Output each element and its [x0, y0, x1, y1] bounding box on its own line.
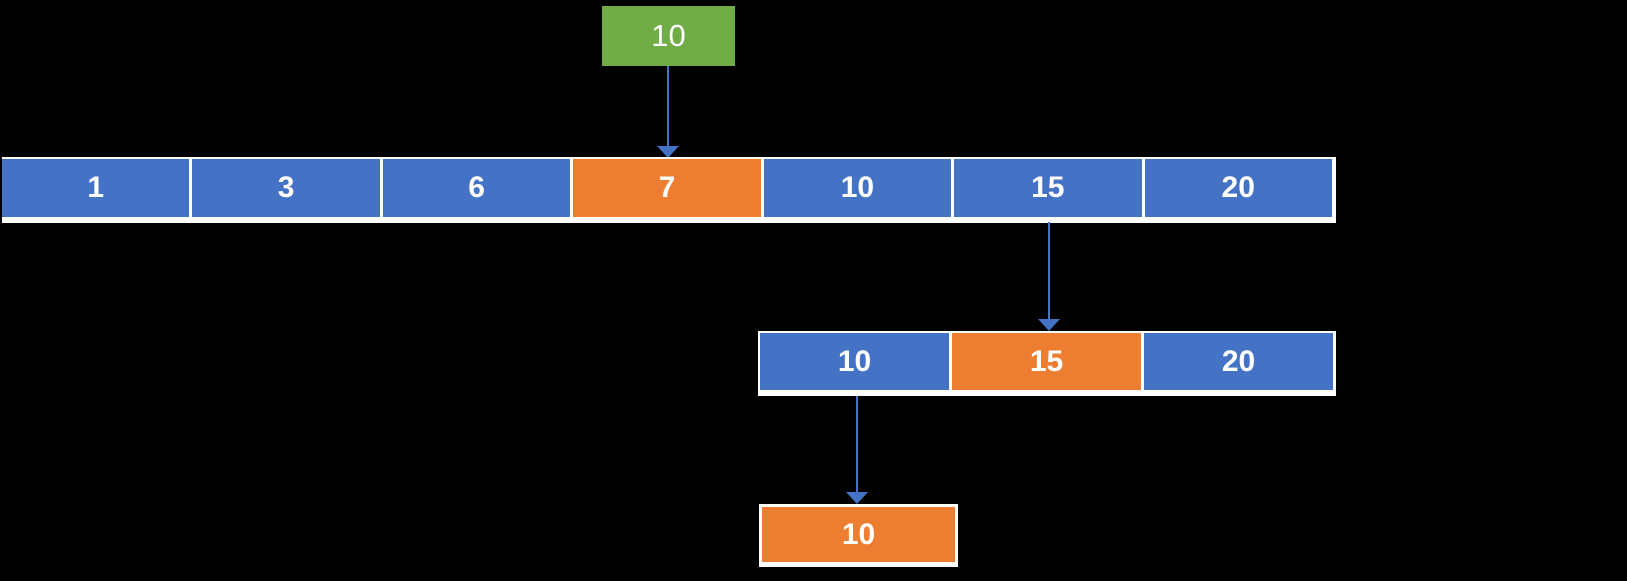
array-cell: 10: [760, 333, 949, 390]
arrow-head-icon: [1038, 319, 1060, 331]
arrow-line: [1048, 222, 1050, 320]
down-arrow-icon: [1038, 222, 1060, 331]
array-cell: 15: [954, 159, 1142, 217]
arrow-line: [667, 66, 669, 147]
array-cell: 1: [2, 159, 190, 217]
array-cell: 20: [1144, 159, 1332, 217]
down-arrow-icon: [657, 66, 679, 158]
array-cell-midpoint: 15: [952, 333, 1141, 390]
array-row-initial: 1 3 6 7 10 15 20: [2, 157, 1336, 223]
arrow-line: [856, 396, 858, 493]
array-cell-midpoint: 7: [573, 159, 761, 217]
arrow-head-icon: [846, 492, 868, 504]
down-arrow-icon: [846, 396, 868, 504]
array-row-result: 10: [759, 504, 958, 567]
array-cell: 20: [1144, 333, 1333, 390]
array-cell: 6: [382, 159, 571, 217]
array-cell-result: 10: [762, 507, 955, 562]
array-row-step2: 10 15 20: [758, 331, 1336, 396]
search-target-box: 10: [602, 6, 735, 66]
arrow-head-icon: [657, 146, 679, 158]
array-cell: 3: [192, 159, 380, 217]
array-cell: 10: [763, 159, 952, 217]
